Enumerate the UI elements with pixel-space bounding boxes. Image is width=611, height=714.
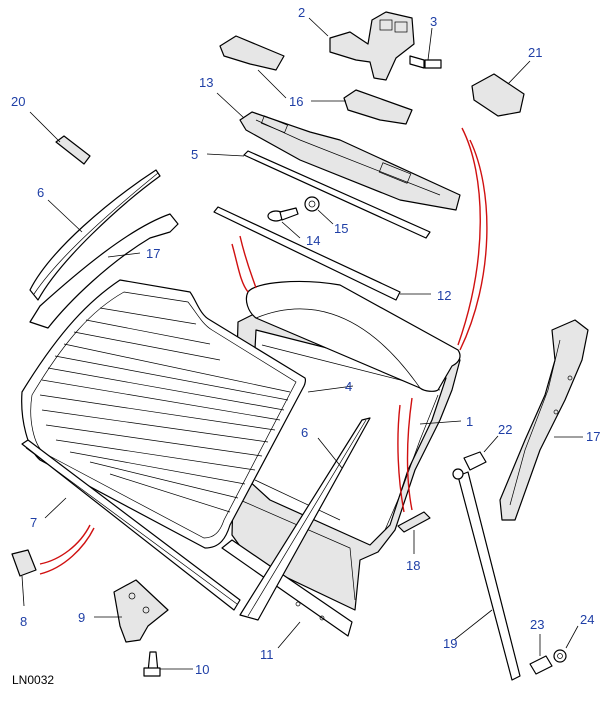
callout-11: 11 [260,647,274,662]
callout-6a: 6 [37,185,44,200]
side-seal-left [29,169,161,301]
lower-seal [21,439,241,611]
nut-15 [304,196,320,212]
ball-stud [463,451,487,471]
assembly-arrows [39,127,488,575]
side-trim-left [29,213,179,329]
callout-6b: 6 [301,425,308,440]
screw-10 [143,651,161,677]
callout-19: 19 [443,636,457,651]
callout-13: 13 [199,75,213,90]
callout-3: 3 [430,14,437,29]
upper-bracket [239,111,461,211]
callout-17b: 17 [586,429,600,444]
weather-strip [213,206,401,301]
defroster-lines [39,307,291,513]
clip-20 [55,135,91,165]
callout-16: 16 [289,94,303,109]
bolt-23 [529,655,553,675]
cover-cap [471,73,525,117]
callout-4: 4 [345,379,352,394]
spoiler [245,280,461,392]
screw-14 [267,207,299,222]
hinge [329,11,415,81]
callout-1: 1 [466,414,473,429]
callout-10: 10 [195,662,209,677]
diagram-code: LN0032 [12,673,54,687]
gas-strut [452,468,521,681]
callout-labels: 1 2 3 4 5 6 6 7 8 9 10 11 12 13 14 15 16… [11,5,600,677]
callout-18: 18 [406,558,420,573]
callout-8: 8 [20,614,27,629]
callout-20: 20 [11,94,25,109]
callout-24: 24 [580,612,594,627]
side-seal-right [239,417,371,621]
callout-14: 14 [306,233,320,248]
callout-23: 23 [530,617,544,632]
pad-upper [219,35,285,71]
upper-strip [243,150,431,239]
side-trim-right [499,319,589,521]
callout-2: 2 [298,5,305,20]
callout-12: 12 [437,288,451,303]
washer-24 [553,649,567,663]
callout-9: 9 [78,610,85,625]
finisher-strip [221,539,353,637]
callout-17a: 17 [146,246,160,261]
stop-18 [397,511,431,533]
callout-5: 5 [191,147,198,162]
callout-22: 22 [498,422,512,437]
callout-15: 15 [334,221,348,236]
leader-lines [21,17,583,670]
bolt-3 [409,55,442,69]
pad-lower [343,89,413,125]
callout-21: 21 [528,45,542,60]
clip-8 [11,549,37,577]
callout-7: 7 [30,515,37,530]
bracket-9 [113,579,169,643]
